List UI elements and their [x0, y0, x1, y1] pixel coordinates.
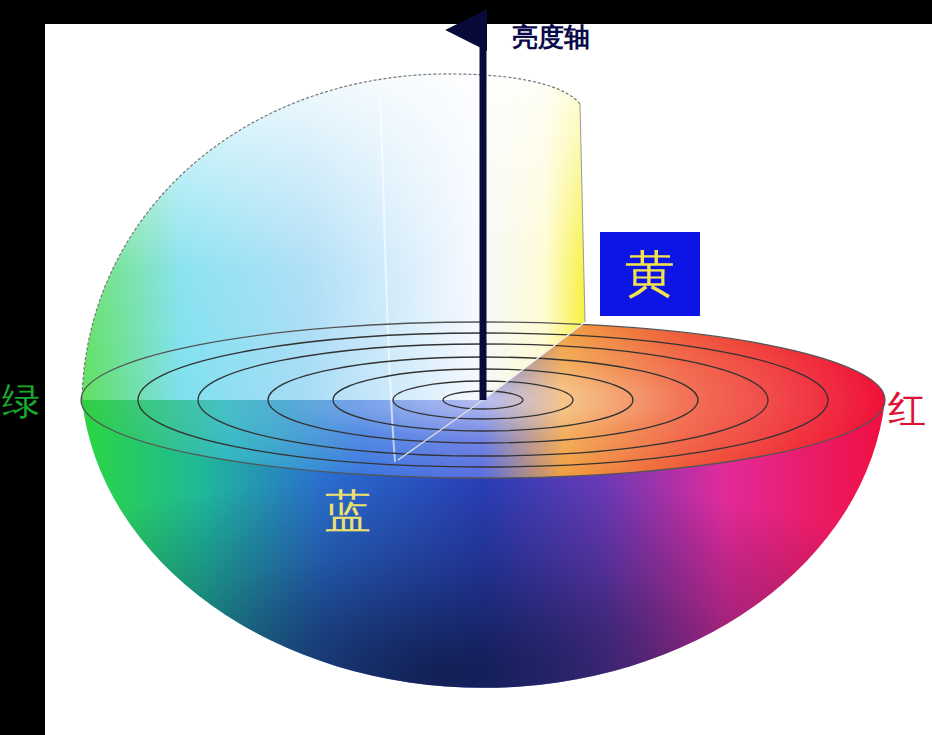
dome-outline [82, 74, 580, 400]
blue-label: 蓝 [325, 488, 371, 534]
green-label: 绿 [2, 382, 40, 420]
white-ground [45, 24, 932, 735]
brightness-axis-arrow [480, 30, 487, 400]
cut-edge [580, 104, 585, 322]
red-label: 红 [888, 390, 926, 428]
upper-dome [82, 74, 585, 400]
axis-label: 亮度轴 [512, 24, 590, 50]
blue-direction-line [398, 400, 483, 460]
yellow-direction-line [483, 322, 585, 400]
color-label-box: 黄 [600, 232, 700, 316]
color-name: 黄 [625, 249, 675, 299]
meridian-line [380, 95, 395, 462]
upper-dome-light [82, 74, 585, 400]
